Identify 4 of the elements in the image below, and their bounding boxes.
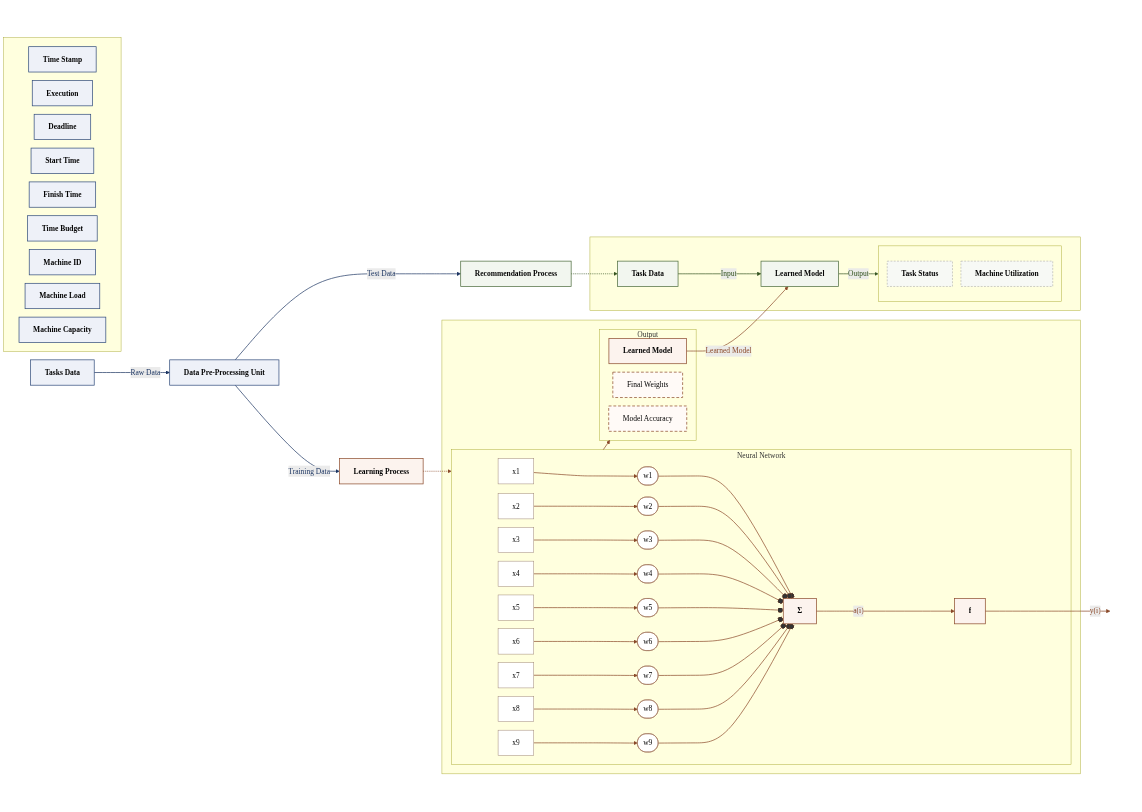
cluster <box>3 37 122 352</box>
cluster <box>878 245 1062 303</box>
cluster <box>441 320 1081 775</box>
cluster <box>589 236 1081 312</box>
